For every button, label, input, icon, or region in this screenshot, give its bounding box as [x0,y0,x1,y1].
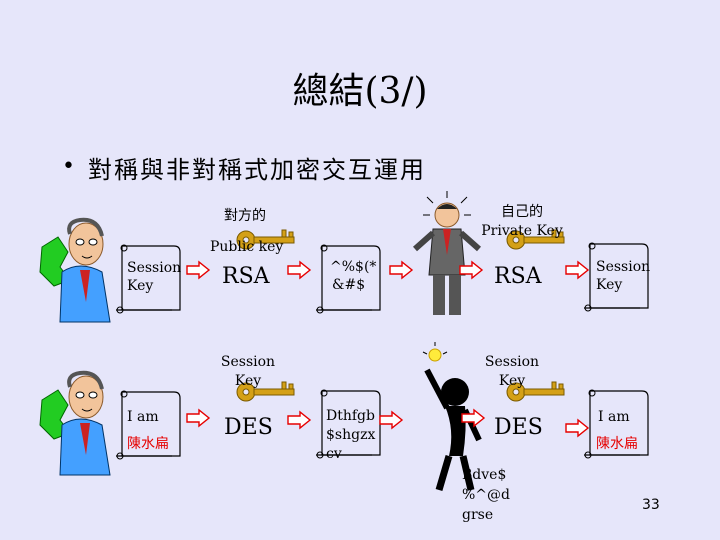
scroll-name-text: 陳水扁 [596,436,638,452]
scroll-text-line: Session [127,260,182,276]
own-key-owner-label: 自己的 [501,204,543,220]
garbled-text-line: %^@d [462,487,510,503]
private-key-label: Private Key [481,223,563,239]
garbled-text-line: Bdve$ [462,467,507,483]
scroll-text-line: Key [596,277,623,293]
cipher-text-line: Dthfgb [326,408,375,424]
arrow-icon [565,419,589,437]
slide-title: 總結(3/) [292,71,428,112]
scroll-text-line: Key [127,278,154,294]
cipher-text-line: ^%$(* [330,259,377,275]
confused-person-icon [422,342,482,491]
arrow-icon [389,261,413,279]
session-key-label: Session [484,354,540,370]
cipher-text-line: cv [326,446,342,462]
session-key-label: Key [498,373,526,389]
page-number: 33 [642,497,660,513]
arrow-icon [186,409,210,427]
session-key-label: Key [234,373,262,389]
bullet-point: • [62,154,75,179]
arrow-icon [565,261,589,279]
garbled-text-line: grse [462,507,494,523]
key-owner-label: 對方的 [224,208,266,224]
sender-person-icon-row2 [38,370,112,477]
algorithm-label-rsa: RSA [222,264,270,289]
scroll-name-text: 陳水扁 [127,436,169,452]
arrow-icon [379,411,403,429]
arrow-icon [287,411,311,429]
bullet-text: 對稱與非對稱式加密交互運用 [88,156,426,184]
algorithm-label-des: DES [224,415,273,440]
scroll-text-line: I am [598,409,630,425]
scroll-text-line: Session [596,259,651,275]
sender-person-icon-row1 [38,217,112,324]
algorithm-label-rsa: RSA [494,264,542,289]
receiver-person-icon [413,191,481,315]
cipher-text-line: &#$ [332,277,366,293]
scroll-text-line: I am [127,409,159,425]
cipher-text-line: $shgzx [326,427,376,443]
arrow-icon [287,261,311,279]
session-key-label: Session [220,354,276,370]
arrow-icon [186,261,210,279]
public-key-label: Public key [210,239,284,255]
algorithm-label-des: DES [494,415,543,440]
